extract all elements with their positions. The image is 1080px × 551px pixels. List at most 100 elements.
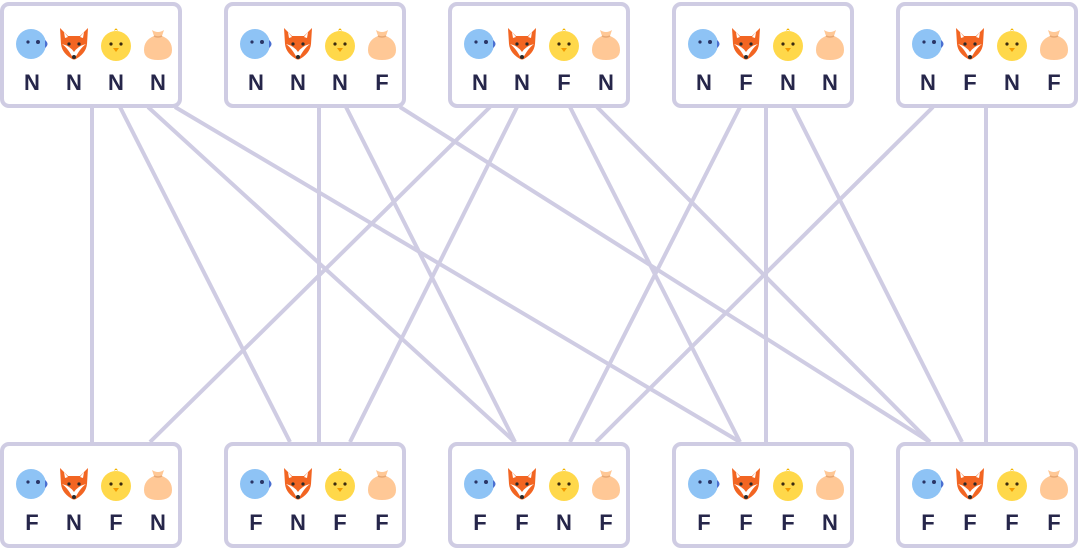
- bird-state-label: F: [921, 510, 935, 535]
- bird-state-label: N: [472, 70, 488, 95]
- chick-state-label: N: [556, 510, 572, 535]
- sack-state-label: N: [150, 510, 166, 535]
- blue-bird-icon: [686, 24, 722, 64]
- blue-bird-icon: [14, 24, 50, 64]
- fox-icon: [280, 24, 316, 64]
- bottom-node-2: F F N F: [448, 442, 630, 548]
- sack-state-label: N: [150, 70, 166, 95]
- bottom-node-1: F N F F: [224, 442, 406, 548]
- edge-top-1-bottom-4: [398, 105, 932, 444]
- chick-icon: [546, 24, 582, 64]
- chick-icon: [770, 24, 806, 64]
- chick-state-label: N: [332, 70, 348, 95]
- sack-state-label: F: [1047, 510, 1061, 535]
- edge-top-3-bottom-4: [791, 106, 964, 443]
- fox-state-label: N: [66, 70, 82, 95]
- fox-state-label: F: [515, 510, 529, 535]
- bird-state-label: F: [473, 510, 487, 535]
- sack-state-label: N: [822, 70, 838, 95]
- sack-icon: [364, 24, 400, 64]
- sack-icon: [140, 464, 176, 504]
- fox-state-label: F: [963, 70, 977, 95]
- chick-icon: [98, 464, 134, 504]
- sack-state-label: F: [1047, 70, 1061, 95]
- blue-bird-icon: [910, 464, 946, 504]
- chick-state-label: N: [108, 70, 124, 95]
- sack-icon: [812, 24, 848, 64]
- sack-icon: [1036, 24, 1072, 64]
- fox-state-label: F: [739, 510, 753, 535]
- fox-icon: [504, 464, 540, 504]
- fox-state-label: N: [514, 70, 530, 95]
- bird-state-label: N: [920, 70, 936, 95]
- chick-icon: [546, 464, 582, 504]
- blue-bird-icon: [910, 24, 946, 64]
- chick-icon: [322, 464, 358, 504]
- sack-state-label: F: [375, 70, 389, 95]
- edge-top-2-bottom-1: [348, 106, 519, 443]
- top-node-1: N N N F: [224, 2, 406, 108]
- chick-state-label: F: [333, 510, 347, 535]
- blue-bird-icon: [238, 464, 274, 504]
- chick-icon: [994, 24, 1030, 64]
- edge-top-3-bottom-2: [568, 106, 742, 443]
- chick-icon: [322, 24, 358, 64]
- fox-icon: [952, 464, 988, 504]
- blue-bird-icon: [238, 24, 274, 64]
- fox-state-label: F: [739, 70, 753, 95]
- edge-top-2-bottom-0: [148, 105, 492, 444]
- fox-state-label: N: [66, 510, 82, 535]
- edge-top-4-bottom-2: [594, 105, 935, 444]
- fox-icon: [56, 464, 92, 504]
- fox-state-label: N: [290, 510, 306, 535]
- bottom-node-3: F F F N: [672, 442, 854, 548]
- sack-icon: [812, 464, 848, 504]
- fox-icon: [728, 464, 764, 504]
- sack-state-label: F: [599, 510, 613, 535]
- edge-top-0-bottom-3: [173, 105, 742, 444]
- chick-icon: [98, 24, 134, 64]
- sack-icon: [588, 464, 624, 504]
- blue-bird-icon: [462, 24, 498, 64]
- sack-icon: [1036, 464, 1072, 504]
- chick-state-label: N: [1004, 70, 1020, 95]
- sack-icon: [364, 464, 400, 504]
- blue-bird-icon: [686, 464, 722, 504]
- edge-top-0-bottom-1: [118, 106, 292, 443]
- bird-state-label: F: [697, 510, 711, 535]
- chick-state-label: F: [557, 70, 571, 95]
- fox-icon: [952, 24, 988, 64]
- bird-state-label: N: [696, 70, 712, 95]
- sack-state-label: N: [598, 70, 614, 95]
- fox-state-label: N: [290, 70, 306, 95]
- chick-state-label: F: [1005, 510, 1019, 535]
- chick-state-label: N: [780, 70, 796, 95]
- bird-state-label: F: [249, 510, 263, 535]
- sack-icon: [140, 24, 176, 64]
- chick-icon: [994, 464, 1030, 504]
- sack-state-label: N: [822, 510, 838, 535]
- edge-top-0-bottom-2: [146, 105, 517, 444]
- chick-state-label: F: [781, 510, 795, 535]
- fox-icon: [728, 24, 764, 64]
- top-node-2: N N F N: [448, 2, 630, 108]
- bottom-node-4: F F F F: [896, 442, 1078, 548]
- bird-state-label: N: [248, 70, 264, 95]
- top-node-0: N N N N: [0, 2, 182, 108]
- bottom-node-0: F N F N: [0, 442, 182, 548]
- chick-icon: [770, 464, 806, 504]
- edge-top-1-bottom-2: [344, 106, 517, 443]
- sack-icon: [588, 24, 624, 64]
- fox-icon: [504, 24, 540, 64]
- top-node-4: N F N F: [896, 2, 1078, 108]
- top-node-3: N F N N: [672, 2, 854, 108]
- fox-icon: [280, 464, 316, 504]
- chick-state-label: F: [109, 510, 123, 535]
- sack-state-label: F: [375, 510, 389, 535]
- bird-state-label: F: [25, 510, 39, 535]
- fox-icon: [56, 24, 92, 64]
- blue-bird-icon: [462, 464, 498, 504]
- blue-bird-icon: [14, 464, 50, 504]
- bird-state-label: N: [24, 70, 40, 95]
